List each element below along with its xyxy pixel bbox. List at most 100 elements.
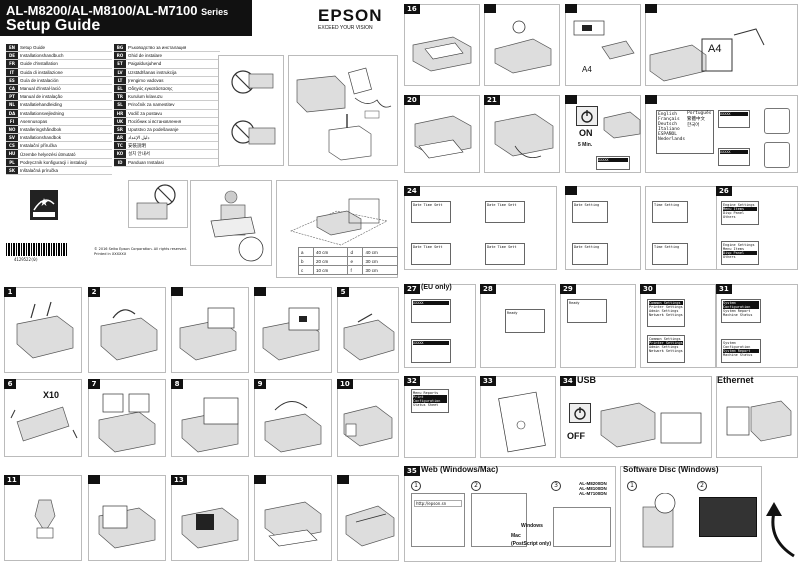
step-number: 28 [480, 284, 496, 294]
language-name: دليل الإعداد [128, 134, 150, 140]
menu-line: Printer Settings [649, 341, 683, 345]
step-20-panel: 20 [404, 95, 480, 173]
step-3-panel [171, 287, 249, 373]
dimension-cell: f [347, 265, 364, 275]
copyright-text: © 2016 Seiko Epson Corporation. All righ… [94, 247, 187, 251]
menu-line: Status Sheet [413, 403, 439, 407]
step-number: 32 [404, 376, 420, 386]
language-name: Uzstādīšanas instrukcija [128, 69, 177, 75]
step-number: 13 [171, 475, 187, 485]
date-time-screen-1: Date Time Sett [411, 201, 451, 223]
dimension-cell: 40 cm [312, 247, 349, 257]
step-14-panel [254, 475, 332, 561]
step-7-panel: 7 [88, 379, 166, 457]
language-name: Uputstvo za podešavanje [128, 126, 179, 132]
step-number: 10 [337, 379, 353, 389]
language-code: CS [6, 142, 18, 150]
language-code: BG [114, 44, 126, 52]
step-number: 34 [560, 376, 576, 386]
setup-guide-title: Setup Guide [6, 17, 101, 34]
power-button[interactable] [576, 106, 598, 126]
step-12-panel [88, 475, 166, 561]
language-name: 설치 안내서 [128, 151, 150, 157]
date-time-screen-6: Date Time Sett [485, 243, 525, 265]
nav-keypad-1[interactable] [764, 108, 790, 134]
step-5-panel: 5 [337, 287, 399, 373]
lifting-panel [190, 180, 272, 266]
menu-line: Menu Items [723, 207, 757, 211]
language-name: Installationshandbok [20, 135, 62, 141]
mac-label: Mac [511, 533, 521, 539]
step-24-panel: 24 Date Time Sett Date Time Sett Date Ti… [404, 186, 557, 270]
language-code: EL [114, 84, 126, 93]
language-code: DE [6, 52, 18, 60]
step-number: 33 [480, 376, 496, 386]
step-circle: 3 [551, 481, 561, 491]
title-banner: AL-M8200/AL-M8100/AL-M7100 Series Setup … [0, 0, 252, 36]
step-6-panel: 6 X10 [4, 379, 82, 457]
power-off-label: OFF [567, 431, 585, 441]
menu-line: Português [687, 111, 712, 116]
language-code: FI [6, 117, 18, 125]
step-25b-panel: Time Setting Time Setting [645, 186, 721, 270]
power-off-button[interactable] [569, 403, 591, 423]
language-code: HR [114, 109, 126, 117]
step-number: 7 [88, 379, 100, 389]
language-name: Asennusopas [20, 118, 48, 124]
step-29-panel: 29 Ready [560, 284, 636, 368]
menu-line: Common Settings [649, 301, 683, 305]
menu-line: Machine Status [723, 353, 753, 357]
date-setting-screen-2: Date Setting [572, 243, 608, 265]
step-4-panel [254, 287, 332, 373]
step-number: 26 [716, 186, 732, 196]
language-name: Installeringshåndbok [20, 126, 62, 132]
step-number [565, 186, 577, 195]
shake-count-label: X10 [43, 390, 60, 400]
lifting-warning-panel [128, 180, 188, 228]
language-code: PT [6, 93, 18, 101]
menu-line: Admin Settings [649, 345, 679, 349]
result-screen-2: XXXXX [718, 148, 750, 166]
dimension-cell: 20 cm [312, 256, 349, 266]
page-turn-arrow-icon [760, 500, 800, 564]
power-on-label: ON [579, 128, 593, 138]
time-setting-screen-2: Time Setting [652, 243, 688, 265]
menu-line: Common Settings [649, 337, 681, 341]
menu-line: Others [723, 255, 736, 259]
paper-size-tag: A4 [708, 43, 722, 55]
menu-line: System Report [723, 309, 751, 313]
eu-only-label: (EU only) [421, 284, 452, 291]
step-number: 21 [484, 95, 500, 105]
windows-label: Windows [521, 523, 543, 529]
nav-keypad-2[interactable] [764, 142, 790, 168]
step-19-panel: A4 [645, 4, 798, 86]
language-code: NL [6, 101, 18, 109]
menu-line: Network Settings [649, 313, 683, 317]
step-number: 1 [4, 287, 16, 297]
result-screen-1: XXXXX [718, 110, 750, 128]
step-number: 8 [171, 379, 183, 389]
url-bar[interactable]: http://epson.sn [414, 500, 462, 507]
language-code: ET [114, 60, 126, 68]
menu-line: System Report [723, 349, 759, 353]
step-28-panel: 28 Ready [480, 284, 556, 368]
step-number [254, 287, 266, 296]
menu-line: Print Configuration [413, 395, 447, 403]
